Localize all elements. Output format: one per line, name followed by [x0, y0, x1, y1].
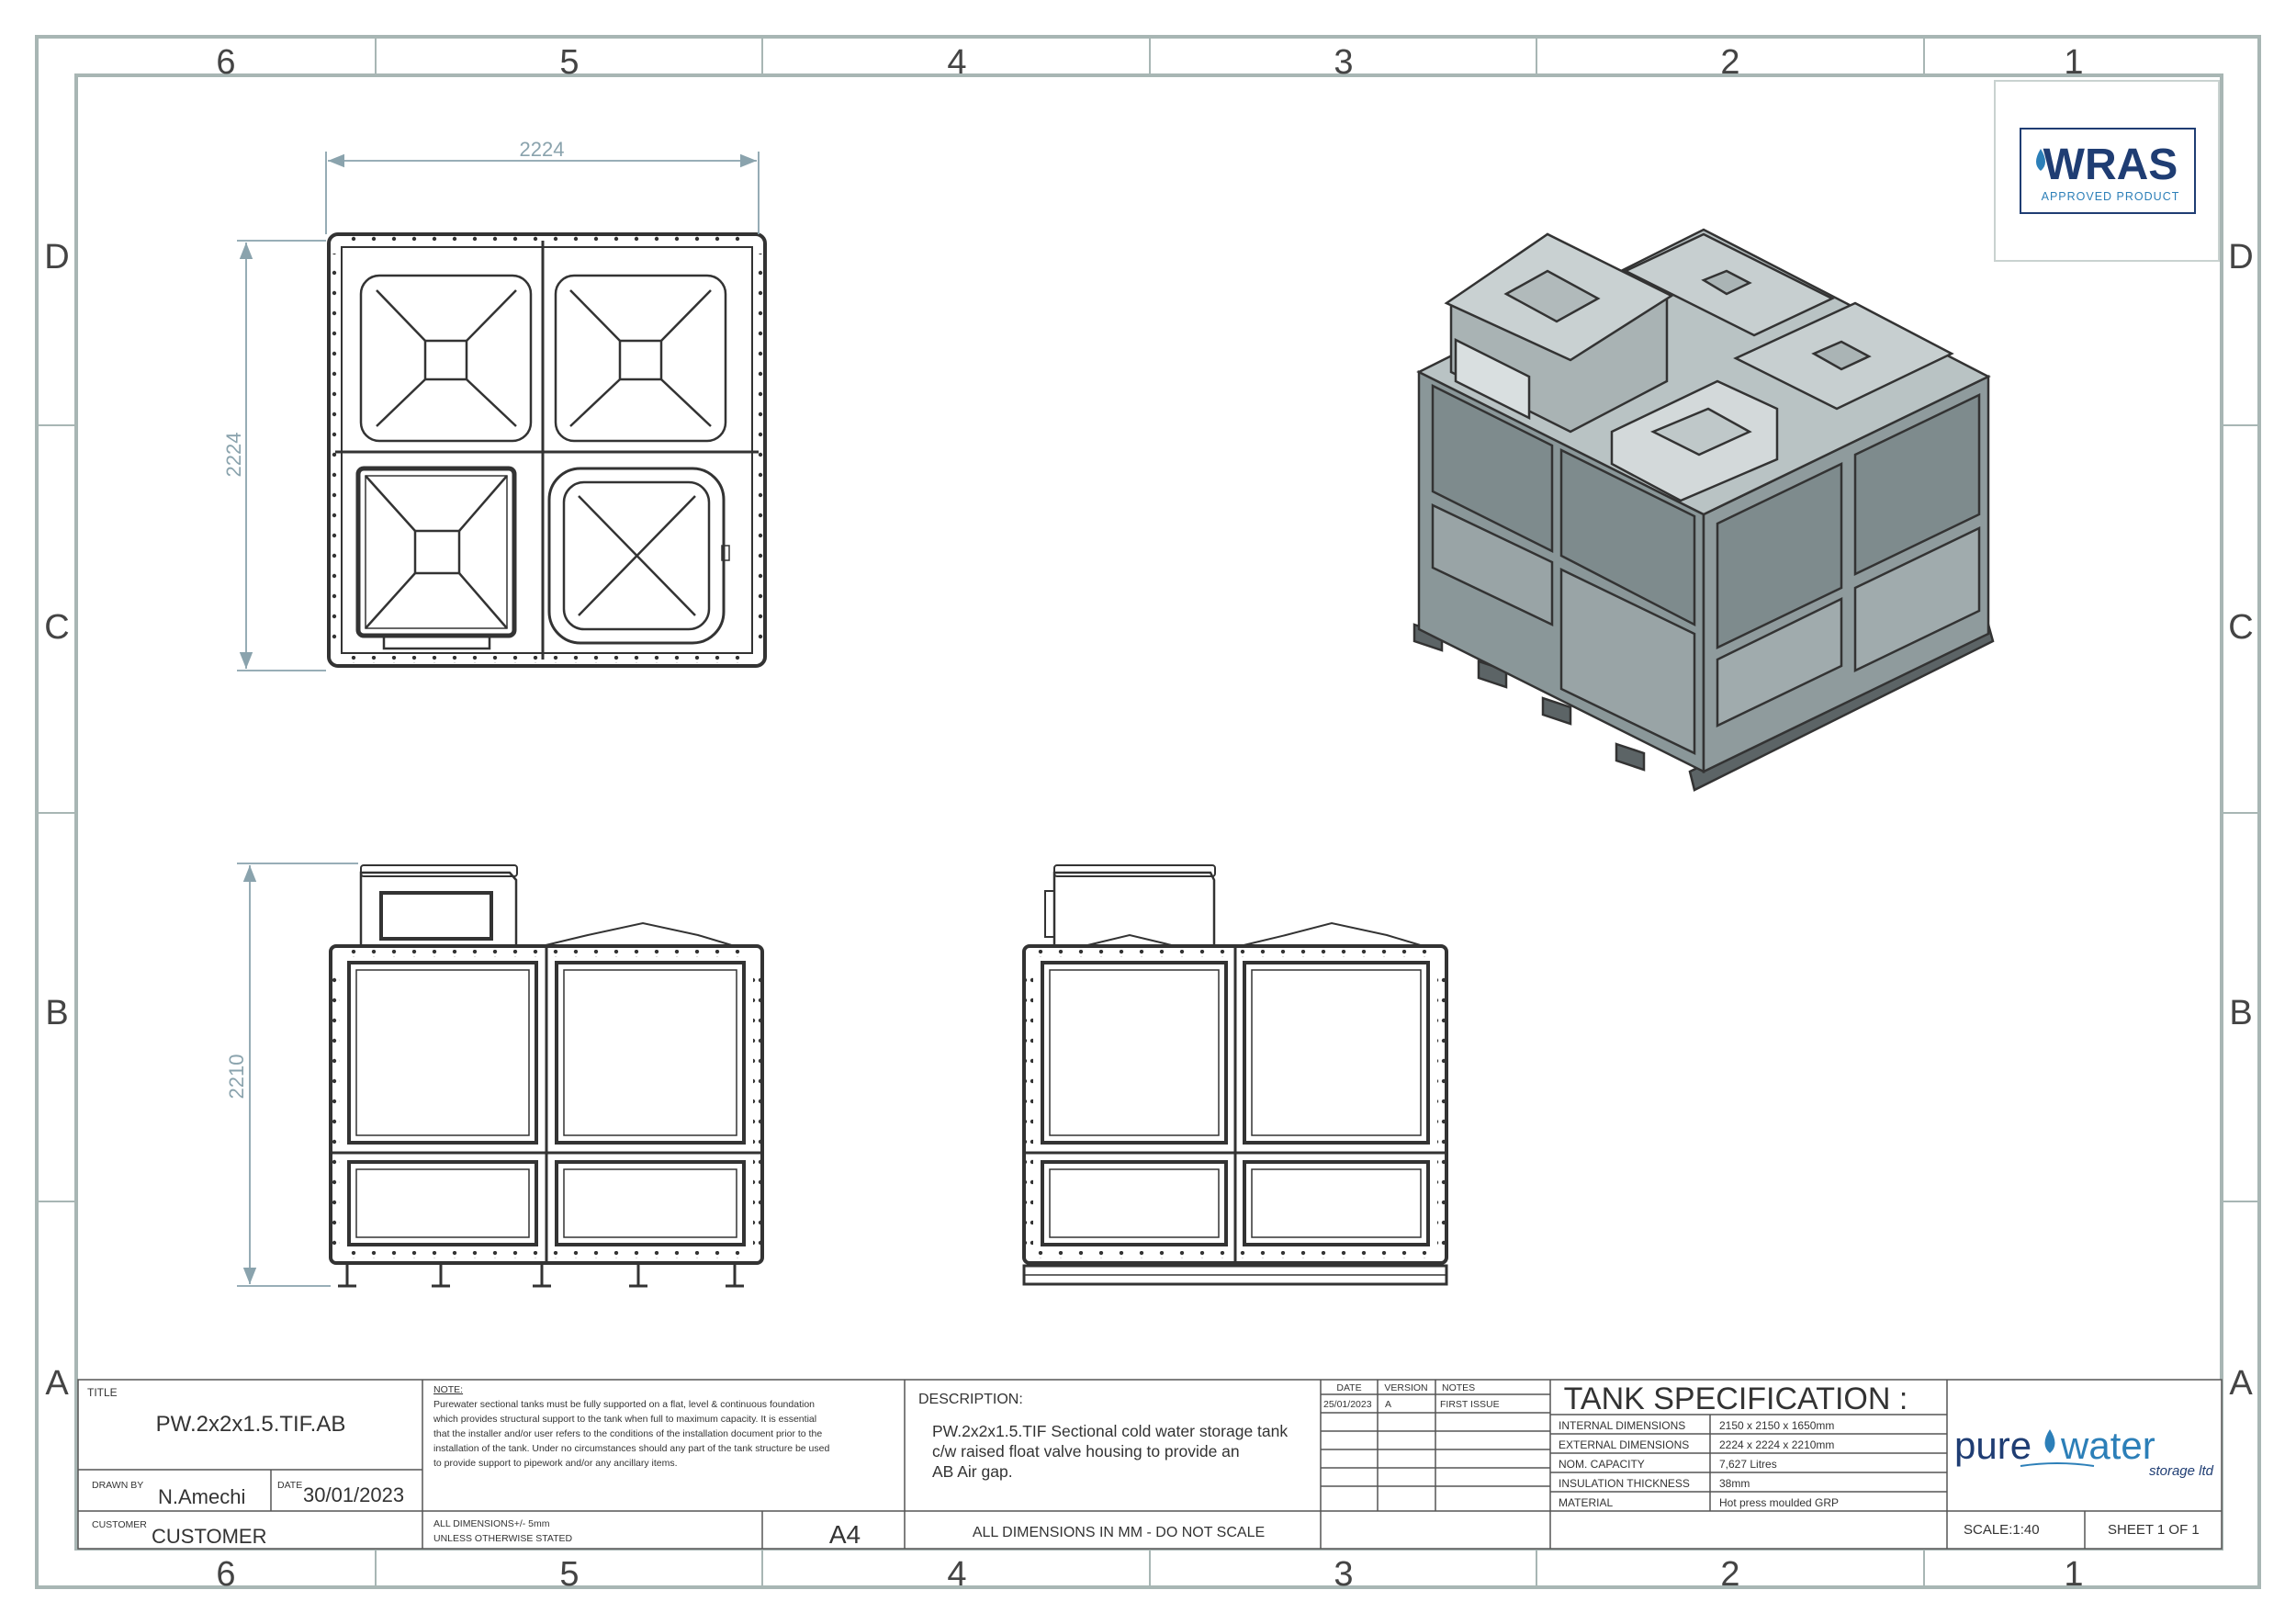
purewater-logo-right: water: [2060, 1424, 2155, 1467]
spec-material-label: MATERIAL: [1559, 1496, 1613, 1509]
isometric-view: [1412, 228, 1995, 792]
spec-insulation-value: 38mm: [1719, 1477, 1750, 1490]
zone-labels: 6 5 4 3 2 1 6 5 4 3 2 1 D C B A D C B A: [44, 43, 2253, 1594]
zone-row-left-a: A: [45, 1364, 69, 1403]
sheet-border: [35, 35, 2261, 1589]
roof-panel-top-left: [359, 274, 533, 443]
paper-size: A4: [829, 1520, 861, 1549]
dimensions-note: ALL DIMENSIONS IN MM - DO NOT SCALE: [973, 1525, 1265, 1540]
customer-value: CUSTOMER: [152, 1525, 267, 1548]
spec-capacity-label: NOM. CAPACITY: [1559, 1458, 1645, 1471]
zone-col-bottom-5: 5: [559, 1555, 579, 1594]
tolerance-line-2: UNLESS OTHERWISE STATED: [433, 1533, 573, 1544]
spec-insulation-label: INSULATION THICKNESS: [1559, 1477, 1690, 1490]
zone-row-left-c: C: [44, 608, 69, 647]
date-label: DATE: [277, 1480, 302, 1491]
zone-row-left-b: B: [45, 994, 68, 1032]
plan-view: [327, 232, 767, 668]
spec-material-value: Hot press moulded GRP: [1719, 1496, 1839, 1509]
revision-header-version: VERSION: [1384, 1382, 1427, 1393]
zone-col-top-3: 3: [1334, 43, 1353, 82]
water-drop-icon: [2036, 149, 2045, 171]
revision-1-date: 25/01/2023: [1323, 1399, 1372, 1410]
description-line-3: AB Air gap.: [932, 1462, 1013, 1481]
water-drop-icon: [2044, 1429, 2055, 1453]
zone-row-left-d: D: [44, 238, 69, 276]
revision-1-version: A: [1385, 1399, 1391, 1410]
description-line-2: c/w raised float valve housing to provid…: [932, 1442, 1240, 1460]
spec-capacity-value: 7,627 Litres: [1719, 1458, 1777, 1471]
note-line-1: Purewater sectional tanks must be fully …: [433, 1399, 815, 1410]
spec-external-value: 2224 x 2224 x 2210mm: [1719, 1438, 1834, 1451]
plan-width-dimension: 2224: [520, 138, 565, 161]
spec-title: TANK SPECIFICATION :: [1564, 1382, 1908, 1416]
wras-logo: WRAS APPROVED PRODUCT: [1994, 80, 2220, 262]
zone-col-top-5: 5: [559, 43, 579, 82]
float-valve-housing-plan: [355, 466, 517, 650]
title-label: TITLE: [87, 1386, 118, 1399]
wras-logo-sub: APPROVED PRODUCT: [2042, 190, 2180, 203]
zone-col-top-1: 1: [2064, 43, 2083, 82]
tolerance-line-1: ALL DIMENSIONS+/- 5mm: [433, 1518, 550, 1529]
zone-row-right-d: D: [2228, 238, 2253, 276]
note-label: NOTE:: [433, 1384, 463, 1395]
customer-label: CUSTOMER: [92, 1519, 147, 1530]
zone-col-bottom-2: 2: [1720, 1555, 1739, 1594]
plan-depth-dimension: 2224: [222, 433, 245, 478]
zone-row-right-c: C: [2228, 608, 2253, 647]
zone-col-bottom-3: 3: [1334, 1555, 1353, 1594]
title-block: [77, 1379, 2223, 1550]
note-line-2: which provides structural support to the…: [433, 1414, 816, 1425]
zone-col-top-6: 6: [216, 43, 235, 82]
spec-internal-value: 2150 x 2150 x 1650mm: [1719, 1419, 1834, 1432]
sheet-number: SHEET 1 OF 1: [2108, 1522, 2200, 1538]
zone-col-top-2: 2: [1720, 43, 1739, 82]
revision-1-notes: FIRST ISSUE: [1440, 1399, 1500, 1410]
note-line-4: installation of the tank. Under no circu…: [433, 1443, 829, 1454]
side-view: [1022, 864, 1448, 1286]
purewater-logo: pure water storage ltd: [1954, 1424, 2214, 1479]
drawn-by-value: N.Amechi: [158, 1485, 245, 1508]
scale: SCALE:1:40: [1964, 1522, 2040, 1538]
date-value: 30/01/2023: [303, 1483, 404, 1506]
note-line-5: to provide support to pipework and/or an…: [433, 1458, 678, 1469]
front-height-dimension: 2210: [225, 1054, 248, 1100]
zone-row-right-a: A: [2229, 1364, 2253, 1403]
spec-external-label: EXTERNAL DIMENSIONS: [1559, 1438, 1689, 1451]
purewater-logo-left: pure: [1954, 1424, 2032, 1467]
front-view: [329, 864, 764, 1288]
roof-panel-top-right: [554, 274, 727, 443]
drawing-title: PW.2x2x1.5.TIF.AB: [156, 1412, 346, 1437]
revision-header-notes: NOTES: [1442, 1382, 1475, 1393]
zone-col-top-4: 4: [947, 43, 966, 82]
zone-col-bottom-6: 6: [216, 1555, 235, 1594]
zone-col-bottom-1: 1: [2064, 1555, 2083, 1594]
revision-header-date: DATE: [1336, 1382, 1361, 1393]
purewater-logo-sub: storage ltd: [2149, 1463, 2214, 1479]
access-hatch-plan: [547, 467, 730, 645]
zone-row-right-b: B: [2229, 994, 2252, 1032]
plan-dimensions: [237, 152, 760, 671]
description-label: DESCRIPTION:: [918, 1392, 1023, 1407]
note-line-3: that the installer and/or user refers to…: [433, 1428, 822, 1439]
wras-logo-name: WRAS: [2043, 141, 2178, 189]
drawn-by-label: DRAWN BY: [92, 1480, 143, 1491]
spec-internal-label: INTERNAL DIMENSIONS: [1559, 1419, 1685, 1432]
zone-col-bottom-4: 4: [947, 1555, 966, 1594]
front-dimensions: [237, 863, 358, 1287]
description-line-1: PW.2x2x1.5.TIF Sectional cold water stor…: [932, 1422, 1288, 1440]
